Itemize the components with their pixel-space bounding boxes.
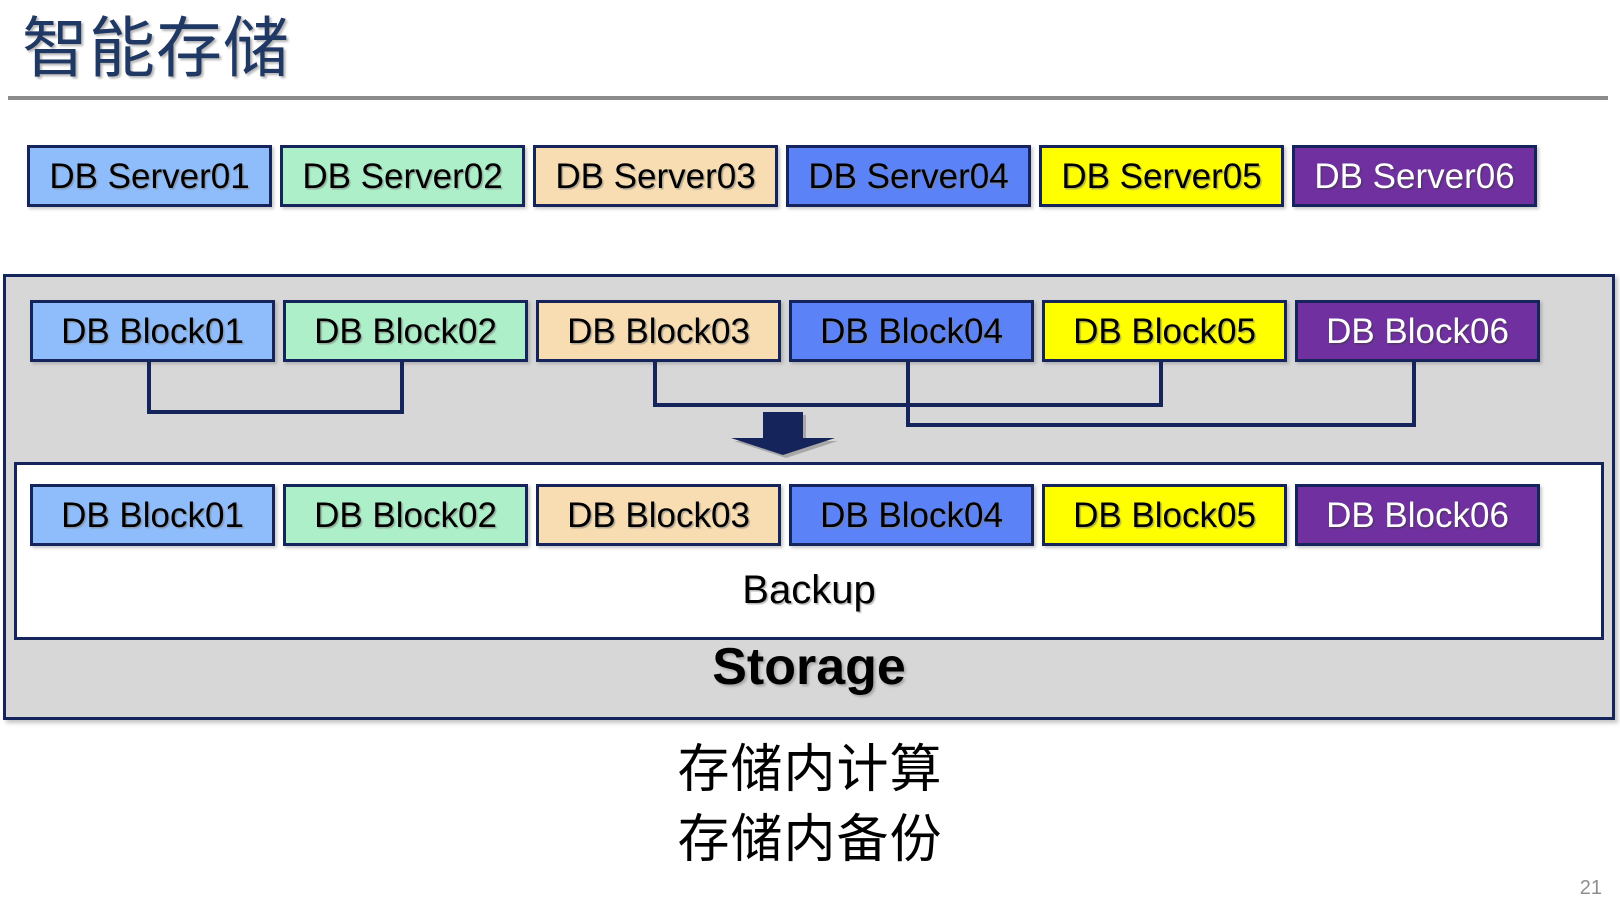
title-divider	[8, 96, 1608, 100]
db-block-top-chip-label: DB Block01	[61, 311, 244, 351]
db-server-chip-label: DB Server03	[555, 156, 756, 196]
caption-line-2: 存储内备份	[677, 811, 943, 869]
db-server-chip-5[interactable]: DB Server05	[1039, 145, 1284, 207]
db-block-top-chip-4[interactable]: DB Block04	[789, 300, 1034, 362]
db-server-chip-6[interactable]: DB Server06	[1292, 145, 1537, 207]
db-block-top-chip-label: DB Block06	[1326, 311, 1509, 351]
page-title: 智能存储	[22, 11, 290, 85]
backup-label: Backup	[742, 568, 876, 612]
db-block-backup-chip-2[interactable]: DB Block02	[283, 484, 528, 546]
db-block-backup-chip-1[interactable]: DB Block01	[30, 484, 275, 546]
db-server-chip-label: DB Server01	[49, 156, 250, 196]
db-block-backup-chip-label: DB Block05	[1073, 495, 1256, 535]
db-block-top-chip-label: DB Block04	[820, 311, 1003, 351]
storage-label: Storage	[712, 638, 906, 696]
db-block-top-chip-2[interactable]: DB Block02	[283, 300, 528, 362]
db-block-top-chip-5[interactable]: DB Block05	[1042, 300, 1287, 362]
db-server-chip-label: DB Server04	[808, 156, 1009, 196]
db-block-backup-chip-label: DB Block01	[61, 495, 244, 535]
db-block-backup-chip-5[interactable]: DB Block05	[1042, 484, 1287, 546]
db-block-backup-chip-label: DB Block02	[314, 495, 497, 535]
db-block-top-chip-label: DB Block03	[567, 311, 750, 351]
db-server-chip-label: DB Server06	[1314, 156, 1515, 196]
caption-line-1: 存储内计算	[677, 741, 943, 799]
db-block-backup-chip-3[interactable]: DB Block03	[536, 484, 781, 546]
page-number: 21	[1579, 877, 1602, 899]
db-block-backup-chip-4[interactable]: DB Block04	[789, 484, 1034, 546]
db-server-chip-2[interactable]: DB Server02	[280, 145, 525, 207]
db-block-top-chip-6[interactable]: DB Block06	[1295, 300, 1540, 362]
db-block-top-chip-3[interactable]: DB Block03	[536, 300, 781, 362]
db-block-backup-chip-label: DB Block03	[567, 495, 750, 535]
db-server-chip-4[interactable]: DB Server04	[786, 145, 1031, 207]
db-block-top-chip-label: DB Block05	[1073, 311, 1256, 351]
db-server-chip-label: DB Server05	[1061, 156, 1262, 196]
db-block-top-chip-label: DB Block02	[314, 311, 497, 351]
db-server-chip-1[interactable]: DB Server01	[27, 145, 272, 207]
db-block-backup-chip-label: DB Block04	[820, 495, 1003, 535]
db-block-backup-chip-label: DB Block06	[1326, 495, 1509, 535]
db-server-chip-label: DB Server02	[302, 156, 503, 196]
db-server-chip-3[interactable]: DB Server03	[533, 145, 778, 207]
caption-block: 存储内计算存储内备份	[0, 735, 1620, 875]
db-block-top-chip-1[interactable]: DB Block01	[30, 300, 275, 362]
backup-box: DB Block01 DB Block02 DB Block03 DB Block04…	[14, 462, 1604, 640]
db-block-backup-chip-6[interactable]: DB Block06	[1295, 484, 1540, 546]
